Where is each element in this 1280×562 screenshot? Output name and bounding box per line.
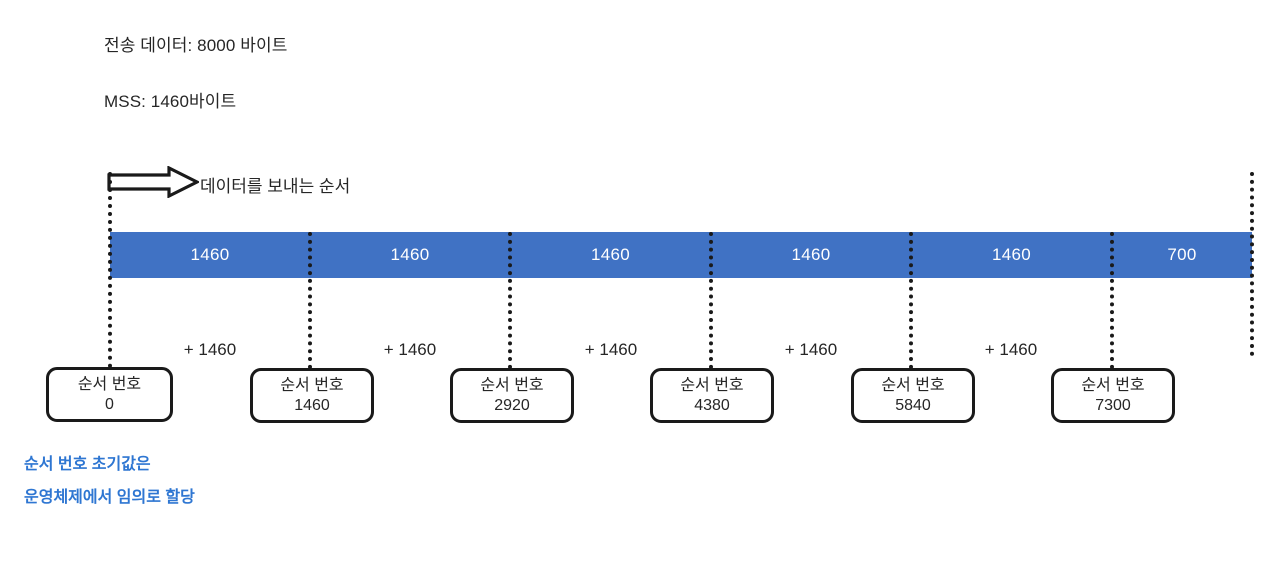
sequence-number-title: 순서 번호 <box>881 376 945 394</box>
dotted-guide-line <box>909 232 913 369</box>
increment-label: + 1460 <box>383 340 437 359</box>
increment-label: + 1460 <box>584 340 638 359</box>
send-order-label: 데이터를 보내는 순서 <box>200 177 351 196</box>
sequence-number-value: 2920 <box>494 396 530 414</box>
sequence-number-box: 순서 번호 0 <box>46 367 173 422</box>
sequence-number-value: 5840 <box>895 396 931 414</box>
sequence-number-box: 순서 번호 7300 <box>1051 368 1175 423</box>
increment-label: + 1460 <box>984 340 1038 359</box>
increment-label: + 1460 <box>183 340 237 359</box>
dotted-guide-line <box>1110 232 1114 369</box>
bar-segment: 700 <box>1112 232 1252 278</box>
sequence-number-title: 순서 번호 <box>1081 376 1145 394</box>
sequence-number-value: 7300 <box>1095 396 1131 414</box>
dotted-guide-line <box>1250 172 1254 356</box>
dotted-guide-line <box>108 172 112 368</box>
note-line-2: 운영체제에서 임의로 할당 <box>24 489 195 506</box>
right-block-arrow-icon <box>107 166 199 198</box>
bar-segment-label: 700 <box>1167 245 1197 264</box>
sequence-number-box: 순서 번호 2920 <box>450 368 574 423</box>
sequence-number-title: 순서 번호 <box>77 375 142 393</box>
bar-segment: 1460 <box>110 232 310 278</box>
sequence-number-value: 1460 <box>294 396 330 414</box>
bar-segment-label: 1460 <box>390 245 430 264</box>
bar-segment: 1460 <box>510 232 711 278</box>
note-line-1: 순서 번호 초기값은 <box>24 456 151 473</box>
sequence-number-title: 순서 번호 <box>480 376 544 394</box>
sequence-number-title: 순서 번호 <box>280 376 344 394</box>
bar-segment-label: 1460 <box>590 245 631 264</box>
bar-segment-label: 1460 <box>791 245 831 264</box>
dotted-guide-line <box>308 232 312 369</box>
bar-segment-label: 1460 <box>190 245 230 264</box>
sequence-number-value: 0 <box>105 395 114 413</box>
bar-segment: 1460 <box>711 232 911 278</box>
sequence-number-box: 순서 번호 1460 <box>250 368 374 423</box>
sequence-number-title: 순서 번호 <box>680 376 744 394</box>
transmitted-data-label: 전송 데이터: 8000 바이트 <box>104 36 288 55</box>
data-bar: 1460 1460 1460 1460 1460 700 <box>110 232 1252 278</box>
bar-segment-label: 1460 <box>991 245 1032 264</box>
sequence-number-value: 4380 <box>694 396 730 414</box>
dotted-guide-line <box>508 232 512 369</box>
sequence-number-box: 순서 번호 4380 <box>650 368 774 423</box>
dotted-guide-line <box>709 232 713 369</box>
bar-segment: 1460 <box>911 232 1112 278</box>
mss-label: MSS: 1460바이트 <box>104 92 237 111</box>
sequence-number-box: 순서 번호 5840 <box>851 368 975 423</box>
bar-segment: 1460 <box>310 232 510 278</box>
increment-label: + 1460 <box>784 340 838 359</box>
